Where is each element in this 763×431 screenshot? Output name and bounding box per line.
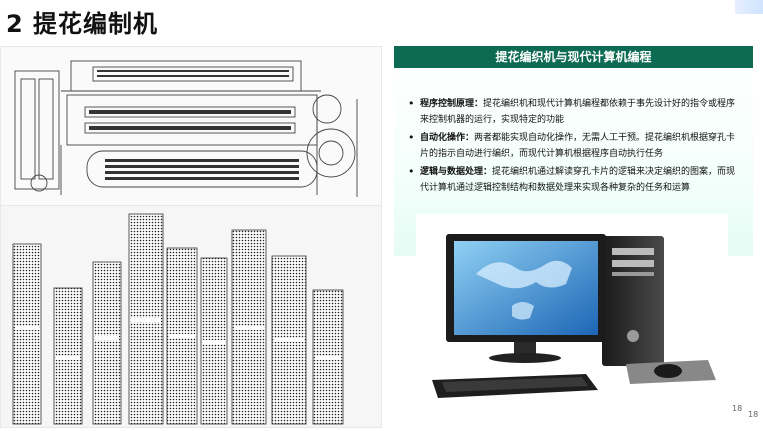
bullet-item: 程序控制原理：提花编织机和现代计算机编程都依赖于事先设计好的指令或程序来控制机器… bbox=[408, 96, 743, 128]
bullet-list: 程序控制原理：提花编织机和现代计算机编程都依赖于事先设计好的指令或程序来控制机器… bbox=[394, 68, 753, 196]
page-number-footer: 18 bbox=[748, 410, 759, 419]
jacquard-machine-drawing bbox=[0, 46, 382, 206]
bullet-text: 提花编织机和现代计算机编程都依赖于事先设计好的指令或程序来控制机器的运行，实现特… bbox=[420, 99, 736, 125]
panel-header: 提花编织机与现代计算机编程 bbox=[394, 46, 753, 68]
computer-picture bbox=[416, 214, 728, 410]
bullet-term: 逻辑与数据处理： bbox=[420, 167, 493, 177]
bullet-item: 自动化操作：两者都能实现自动化操作，无需人工干预。提花编织机根据穿孔卡片的指示自… bbox=[408, 130, 743, 162]
bullet-text: 两者都能实现自动化操作，无需人工干预。提花编织机根据穿孔卡片的指示自动进行编织，… bbox=[420, 133, 736, 159]
page-number: 18 bbox=[732, 404, 743, 413]
corner-accent bbox=[735, 0, 763, 14]
bullet-item: 逻辑与数据处理：提花编织机通过解读穿孔卡片的逻辑来决定编织的图案，而现代计算机通… bbox=[408, 164, 743, 196]
bullet-term: 自动化操作： bbox=[420, 133, 475, 143]
bullet-text: 提花编织机通过解读穿孔卡片的逻辑来决定编织的图案，而现代计算机通过逻辑控制结构和… bbox=[420, 167, 736, 193]
bullet-term: 程序控制原理： bbox=[420, 99, 484, 109]
punched-cards-photo bbox=[0, 205, 382, 428]
slide-title: 2 提花编制机 bbox=[6, 10, 159, 38]
